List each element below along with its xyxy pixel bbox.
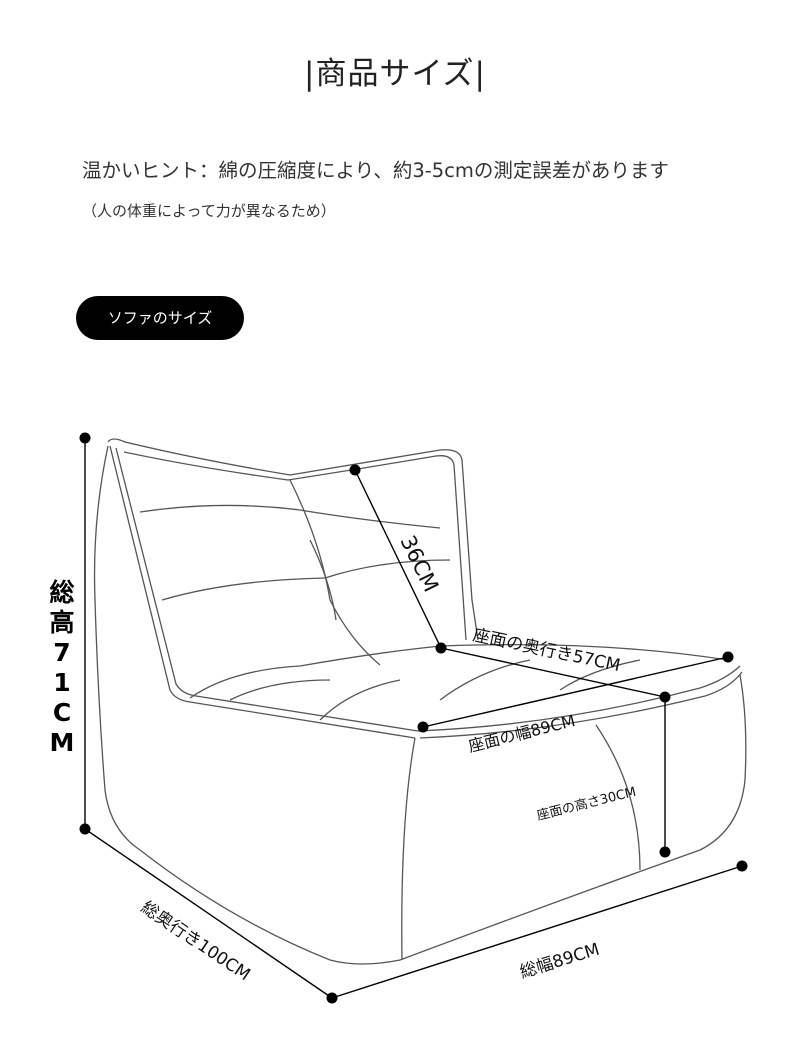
seat-width-line bbox=[422, 656, 729, 728]
back-height-label: 36CM bbox=[396, 532, 444, 596]
total-width-line bbox=[331, 865, 743, 999]
total-width-label: 総幅89CM bbox=[518, 940, 602, 983]
dimension-dot bbox=[659, 691, 671, 703]
seat-cushion-line bbox=[559, 659, 641, 691]
total-height-char: C bbox=[52, 698, 72, 727]
total-height-char: 高 bbox=[49, 608, 75, 637]
hint-text: 温かいヒント：綿の圧縮度により、約3-5cmの測定誤差があります bbox=[82, 159, 669, 182]
dimension-dot bbox=[722, 651, 734, 663]
total-height-char: 1 bbox=[53, 668, 71, 697]
dimension-dot bbox=[79, 823, 91, 835]
dimension-dot bbox=[349, 464, 361, 476]
dimension-lines bbox=[79, 432, 748, 1004]
dimension-dot bbox=[736, 860, 748, 872]
seat-outline bbox=[419, 671, 743, 739]
base-outline bbox=[93, 445, 747, 965]
dimension-dot bbox=[659, 846, 671, 858]
seat-cushion-line bbox=[319, 679, 401, 721]
seat-depth-label: 座面の奥行き57CM bbox=[471, 625, 622, 676]
base-seam-line bbox=[401, 737, 416, 961]
hint-subtext: （人の体重によって力が異なるため） bbox=[82, 202, 336, 220]
seat-cushion-line bbox=[439, 659, 531, 701]
back-cushion-line bbox=[139, 504, 301, 513]
sofa-illustration bbox=[93, 438, 747, 965]
back-cushion-line bbox=[289, 479, 381, 666]
base-seam-line bbox=[595, 724, 641, 871]
back-cushion-line bbox=[161, 577, 326, 601]
back-cushion-line bbox=[299, 509, 441, 529]
seat-height-label: 座面の高さ30CM bbox=[535, 784, 638, 824]
back-outline bbox=[107, 438, 479, 641]
dimension-dot bbox=[79, 432, 91, 444]
seat-width-label: 座面の幅89CM bbox=[466, 711, 577, 756]
back-height-line bbox=[354, 469, 442, 649]
back-outline bbox=[115, 447, 419, 732]
back-cushion-line bbox=[324, 559, 451, 579]
dimension-dots bbox=[79, 432, 748, 1004]
dimension-dot bbox=[326, 992, 338, 1004]
back-outline bbox=[123, 451, 467, 641]
total-height-char: M bbox=[49, 728, 75, 757]
seat-outline bbox=[417, 665, 741, 732]
total-height-char: 7 bbox=[53, 638, 71, 667]
page-title: |商品サイズ| bbox=[304, 56, 486, 92]
seat-cushion-line bbox=[229, 679, 331, 701]
dimension-dot bbox=[417, 721, 429, 733]
dimension-dot bbox=[435, 642, 447, 654]
total-depth-label: 総奥行き100CM bbox=[137, 898, 253, 986]
total-depth-line bbox=[84, 828, 333, 999]
seat-outline bbox=[189, 643, 729, 699]
total-height-char: 総 bbox=[49, 578, 75, 607]
section-badge: ソファのサイズ bbox=[76, 296, 244, 340]
back-outline bbox=[109, 445, 416, 739]
seat-depth-line bbox=[440, 647, 666, 698]
total-height-label: 総 高 7 1 C M bbox=[44, 578, 80, 758]
back-cushion-line bbox=[309, 539, 337, 621]
